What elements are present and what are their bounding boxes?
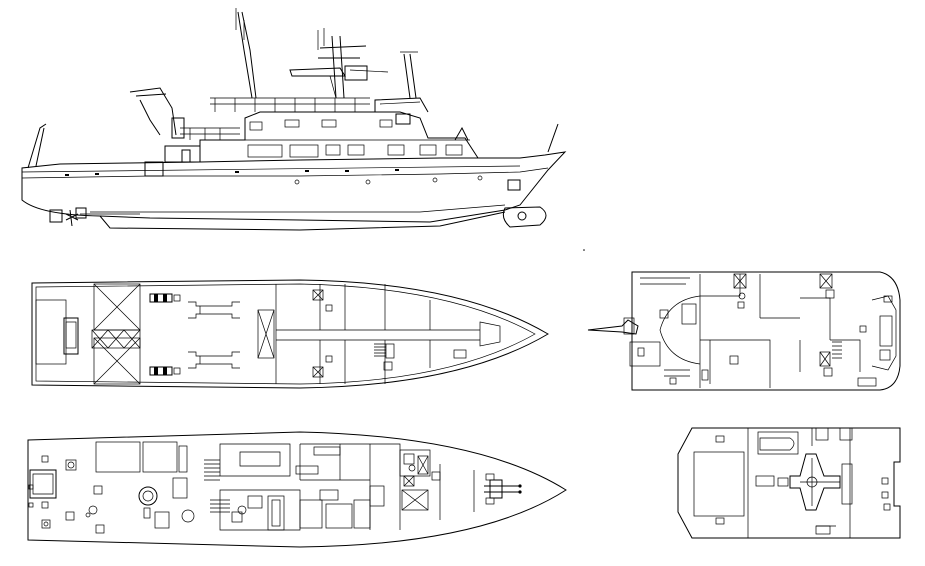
main-deck-inner [35,283,536,385]
sheer-line [21,167,549,179]
bow-mast [547,123,559,153]
wheelhouse-chair [879,349,891,361]
lower-stern-equipment [28,455,105,534]
deck-winches [149,293,181,376]
central-hatch [257,309,275,359]
forward-compartments [399,449,475,520]
main-deck-outline [31,279,549,389]
rudder [49,209,63,223]
central-hatch-cross [257,309,275,359]
upper-deck-fittings [715,427,891,535]
aft-deckhouse-door [181,149,191,163]
bulbous-bow [502,206,547,228]
fore-davit-box [395,113,411,125]
rescue-boat-hull [759,437,795,451]
stern-locker [35,299,67,365]
bridge-stair [629,341,661,367]
keel [99,211,506,231]
aft-rail-lines [811,428,836,527]
fore-accommodation [479,321,501,347]
stern-hatch [63,317,79,355]
aft-davit-base [623,317,635,335]
bridge-crane-post [329,75,337,99]
portholes [294,175,483,185]
aft-curved-bulkhead [659,295,701,365]
rescue-boat [757,431,799,455]
bow-hawse-box [507,179,521,191]
mast-base [841,463,853,505]
radar-antenna [317,28,389,73]
main-deck-plan [31,279,549,389]
bridge-windows [379,101,421,105]
accommodation-walls [275,284,480,384]
aft-crane [129,87,177,136]
bridge-house [374,97,429,113]
wheelhouse-console [879,315,893,347]
lab-benches [188,301,240,369]
wheelhouse-nav [883,295,893,303]
main-mast [237,11,257,99]
upper-crane-hub [806,476,818,488]
lower-deck-outline [27,431,567,548]
fore-mast [403,53,417,99]
bridge-deck-outline [631,271,901,391]
bow-thruster-unit [484,473,522,505]
bridge-walls [699,274,861,388]
bridge-deck-plan [587,271,901,391]
sheer-fittings [65,169,399,176]
small-cabinets [312,289,333,378]
bridge-crane [289,67,346,77]
fore-stern-box [75,207,87,219]
bow-thruster [517,211,527,221]
aft-davit [587,319,639,335]
cargo-hatches [91,283,141,385]
deck-line [21,165,521,173]
lower-deck-plan [27,431,567,548]
aft-winch-house [144,161,164,177]
aft-stairs-rail [640,277,690,377]
upper-railing [210,97,370,112]
upper-deck-plan [677,427,901,539]
bridge-stairs [832,341,842,359]
engine-room [204,443,401,531]
hull-outline [21,151,567,223]
stern-hatch-inner [65,321,77,349]
upper-deck-inner-wall [747,428,851,538]
radar-housing [344,65,368,81]
wheelhouse-front [871,295,897,371]
profile-view [21,8,567,231]
stern-a-frame [27,123,47,169]
lower-tanks [85,441,195,529]
stairways [374,343,467,371]
bridge-console-aft [681,303,697,325]
mast-antennas [235,8,245,40]
superstructure-windows [247,119,463,158]
sheet-dot [583,249,585,251]
upper-crane [789,453,841,511]
upper-deck-outline [677,427,901,539]
radar-mast [318,35,367,99]
fore-ventilator [454,126,469,141]
waterline [90,204,506,213]
bridge-small-boxes [637,273,877,387]
deck-tank [693,451,745,517]
aft-railing [180,127,240,140]
